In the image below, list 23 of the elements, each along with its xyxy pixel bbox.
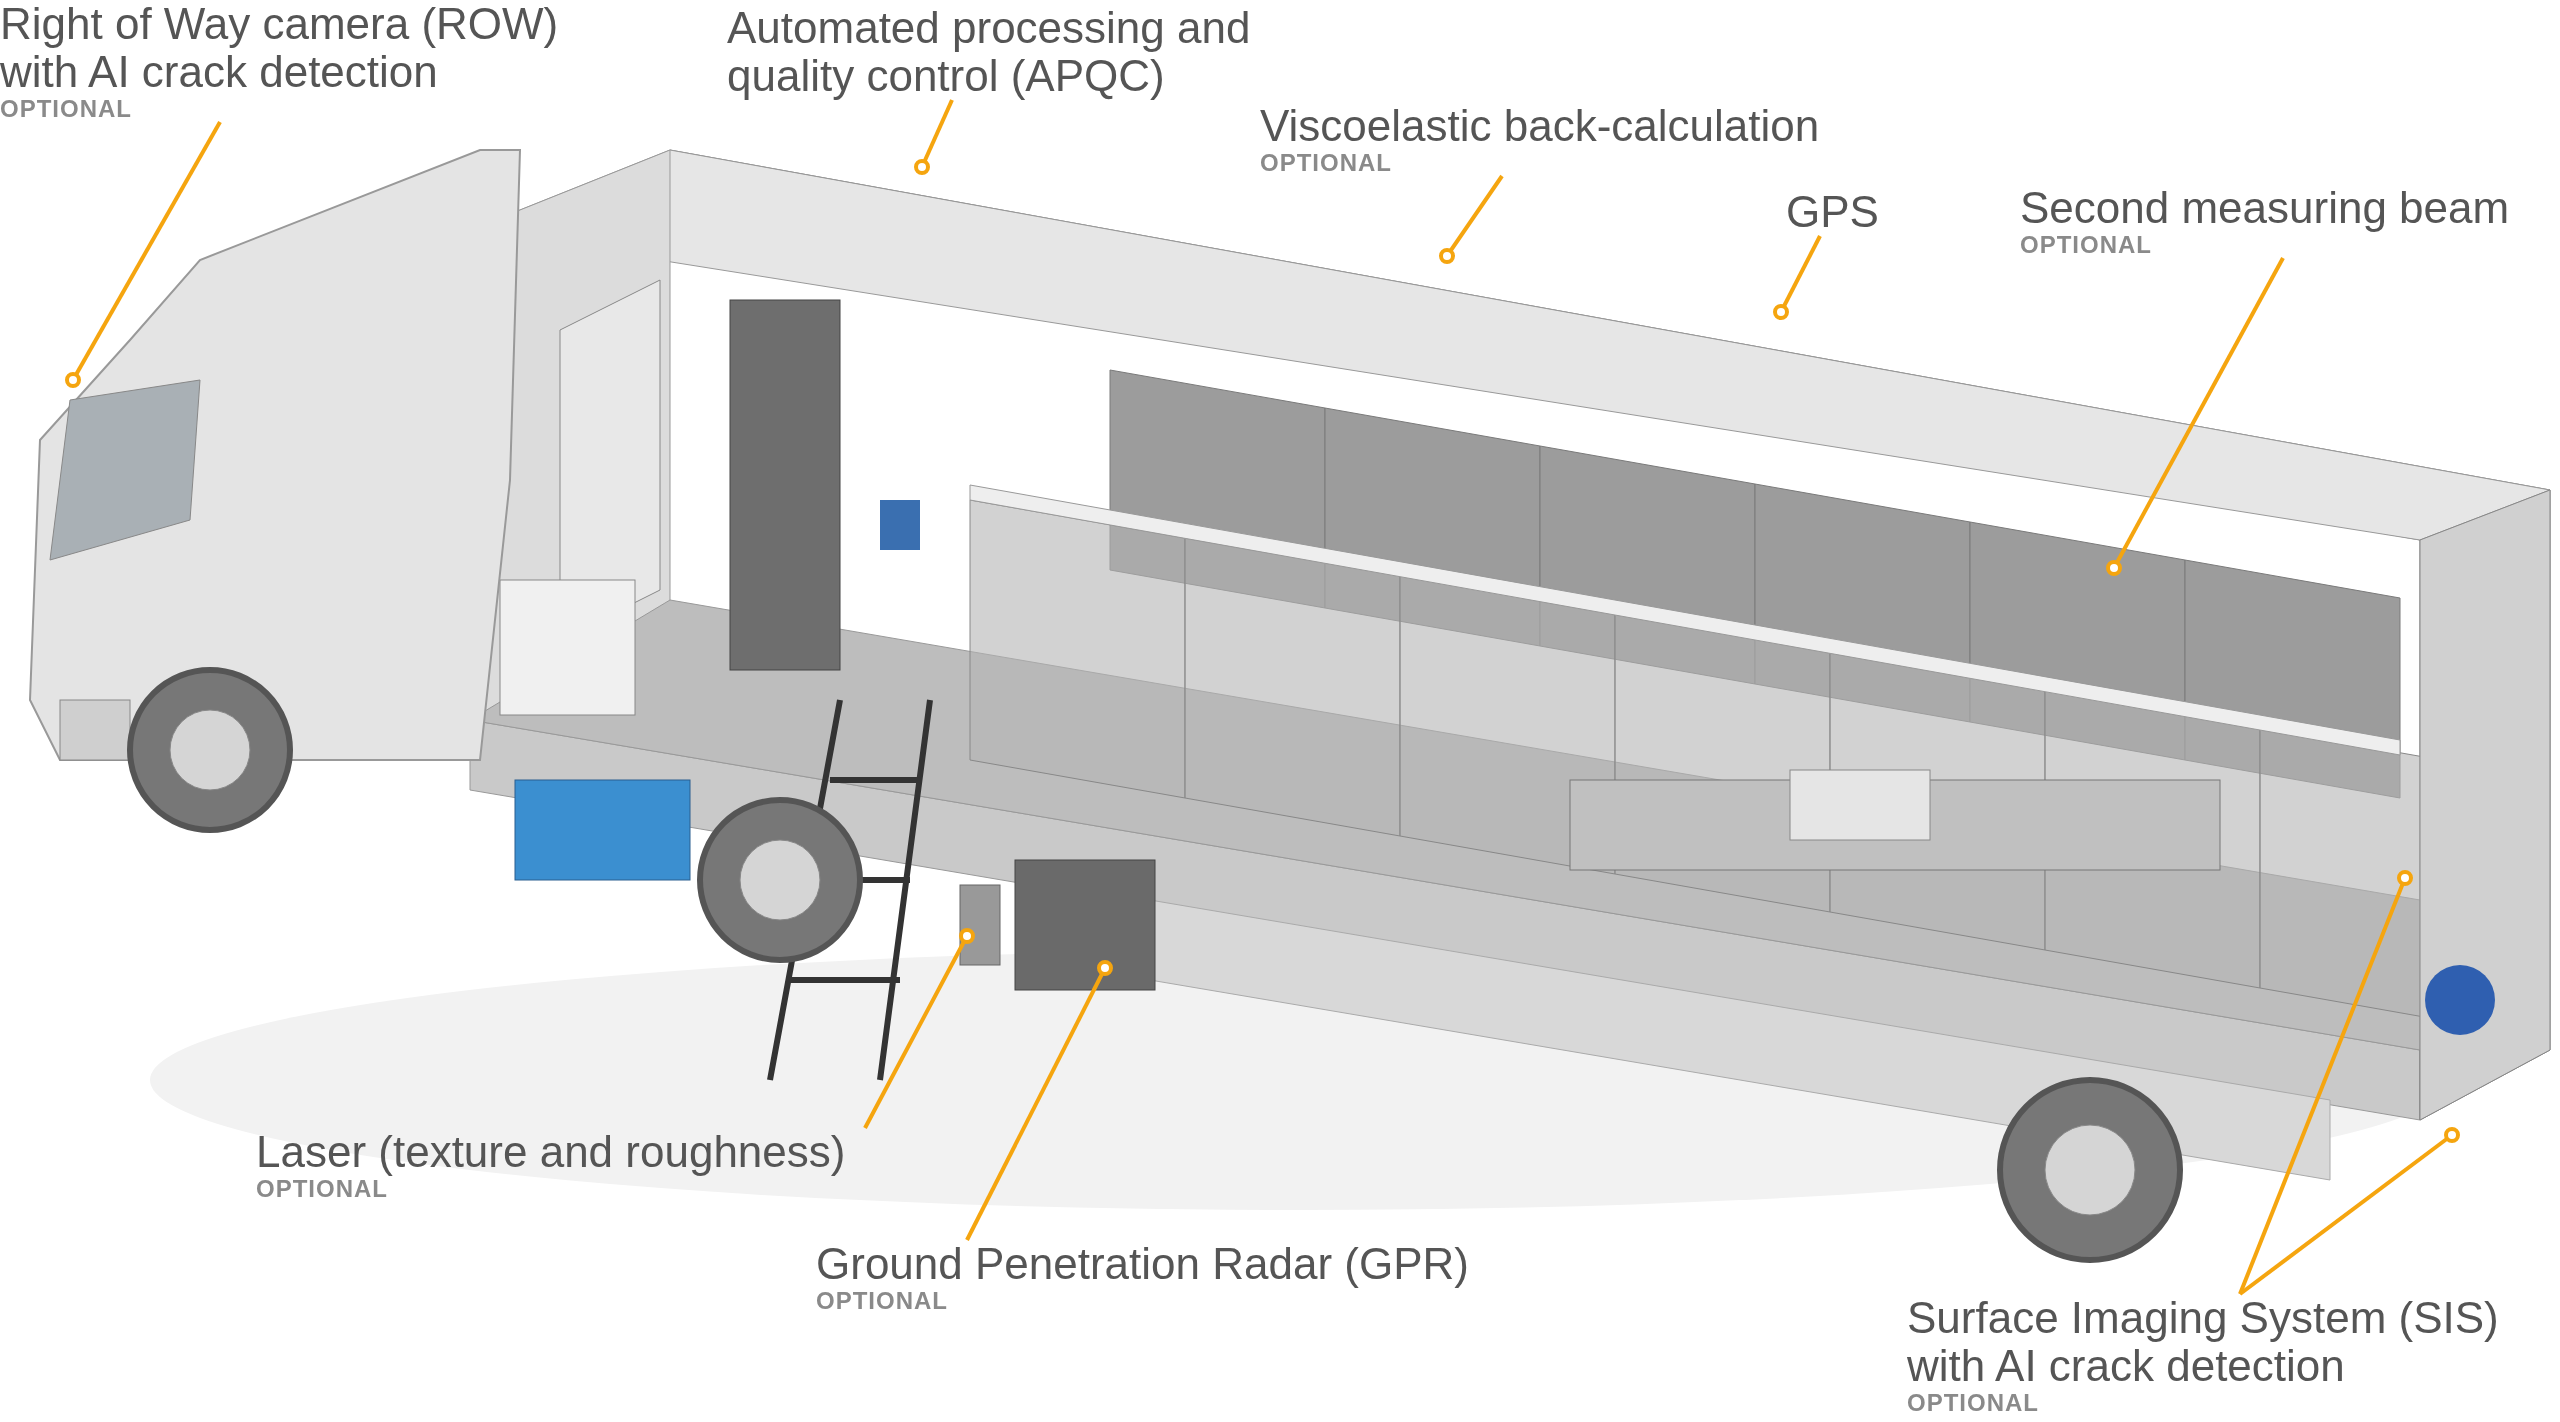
optional-tag: OPTIONAL (816, 1288, 1536, 1314)
leader-line (2238, 870, 2413, 1295)
optional-tag: OPTIONAL (1260, 150, 1900, 176)
leader-line (65, 121, 222, 388)
callout-label: Laser (texture and roughness) (256, 1128, 846, 1176)
callout-label: GPS (1786, 188, 1879, 236)
leader-line (914, 99, 954, 175)
callout-label: Viscoelastic back-calculation (1260, 102, 1820, 150)
callout-label: Ground Penetration Radar (GPR) (816, 1240, 1469, 1288)
leader-line (1439, 174, 1504, 264)
optional-tag: OPTIONAL (0, 96, 620, 122)
leader-line (863, 928, 975, 1129)
leader-line (2106, 257, 2285, 576)
optional-tag: OPTIONAL (256, 1176, 916, 1202)
callout-label: Second measuring beam (2020, 184, 2510, 232)
callout-label: Automated processing and quality control (APQC) (727, 4, 1252, 100)
optional-tag: OPTIONAL (2020, 232, 2560, 258)
callout-label: Right of Way camera (ROW) with AI crack detection (0, 0, 560, 96)
leader-line (2238, 1127, 2460, 1296)
optional-tag: OPTIONAL (1907, 1390, 2547, 1416)
leader-line (1773, 235, 1822, 320)
callout-label: Surface Imaging System (SIS) with AI crack detection (1907, 1294, 2500, 1390)
leader-line (965, 960, 1113, 1241)
